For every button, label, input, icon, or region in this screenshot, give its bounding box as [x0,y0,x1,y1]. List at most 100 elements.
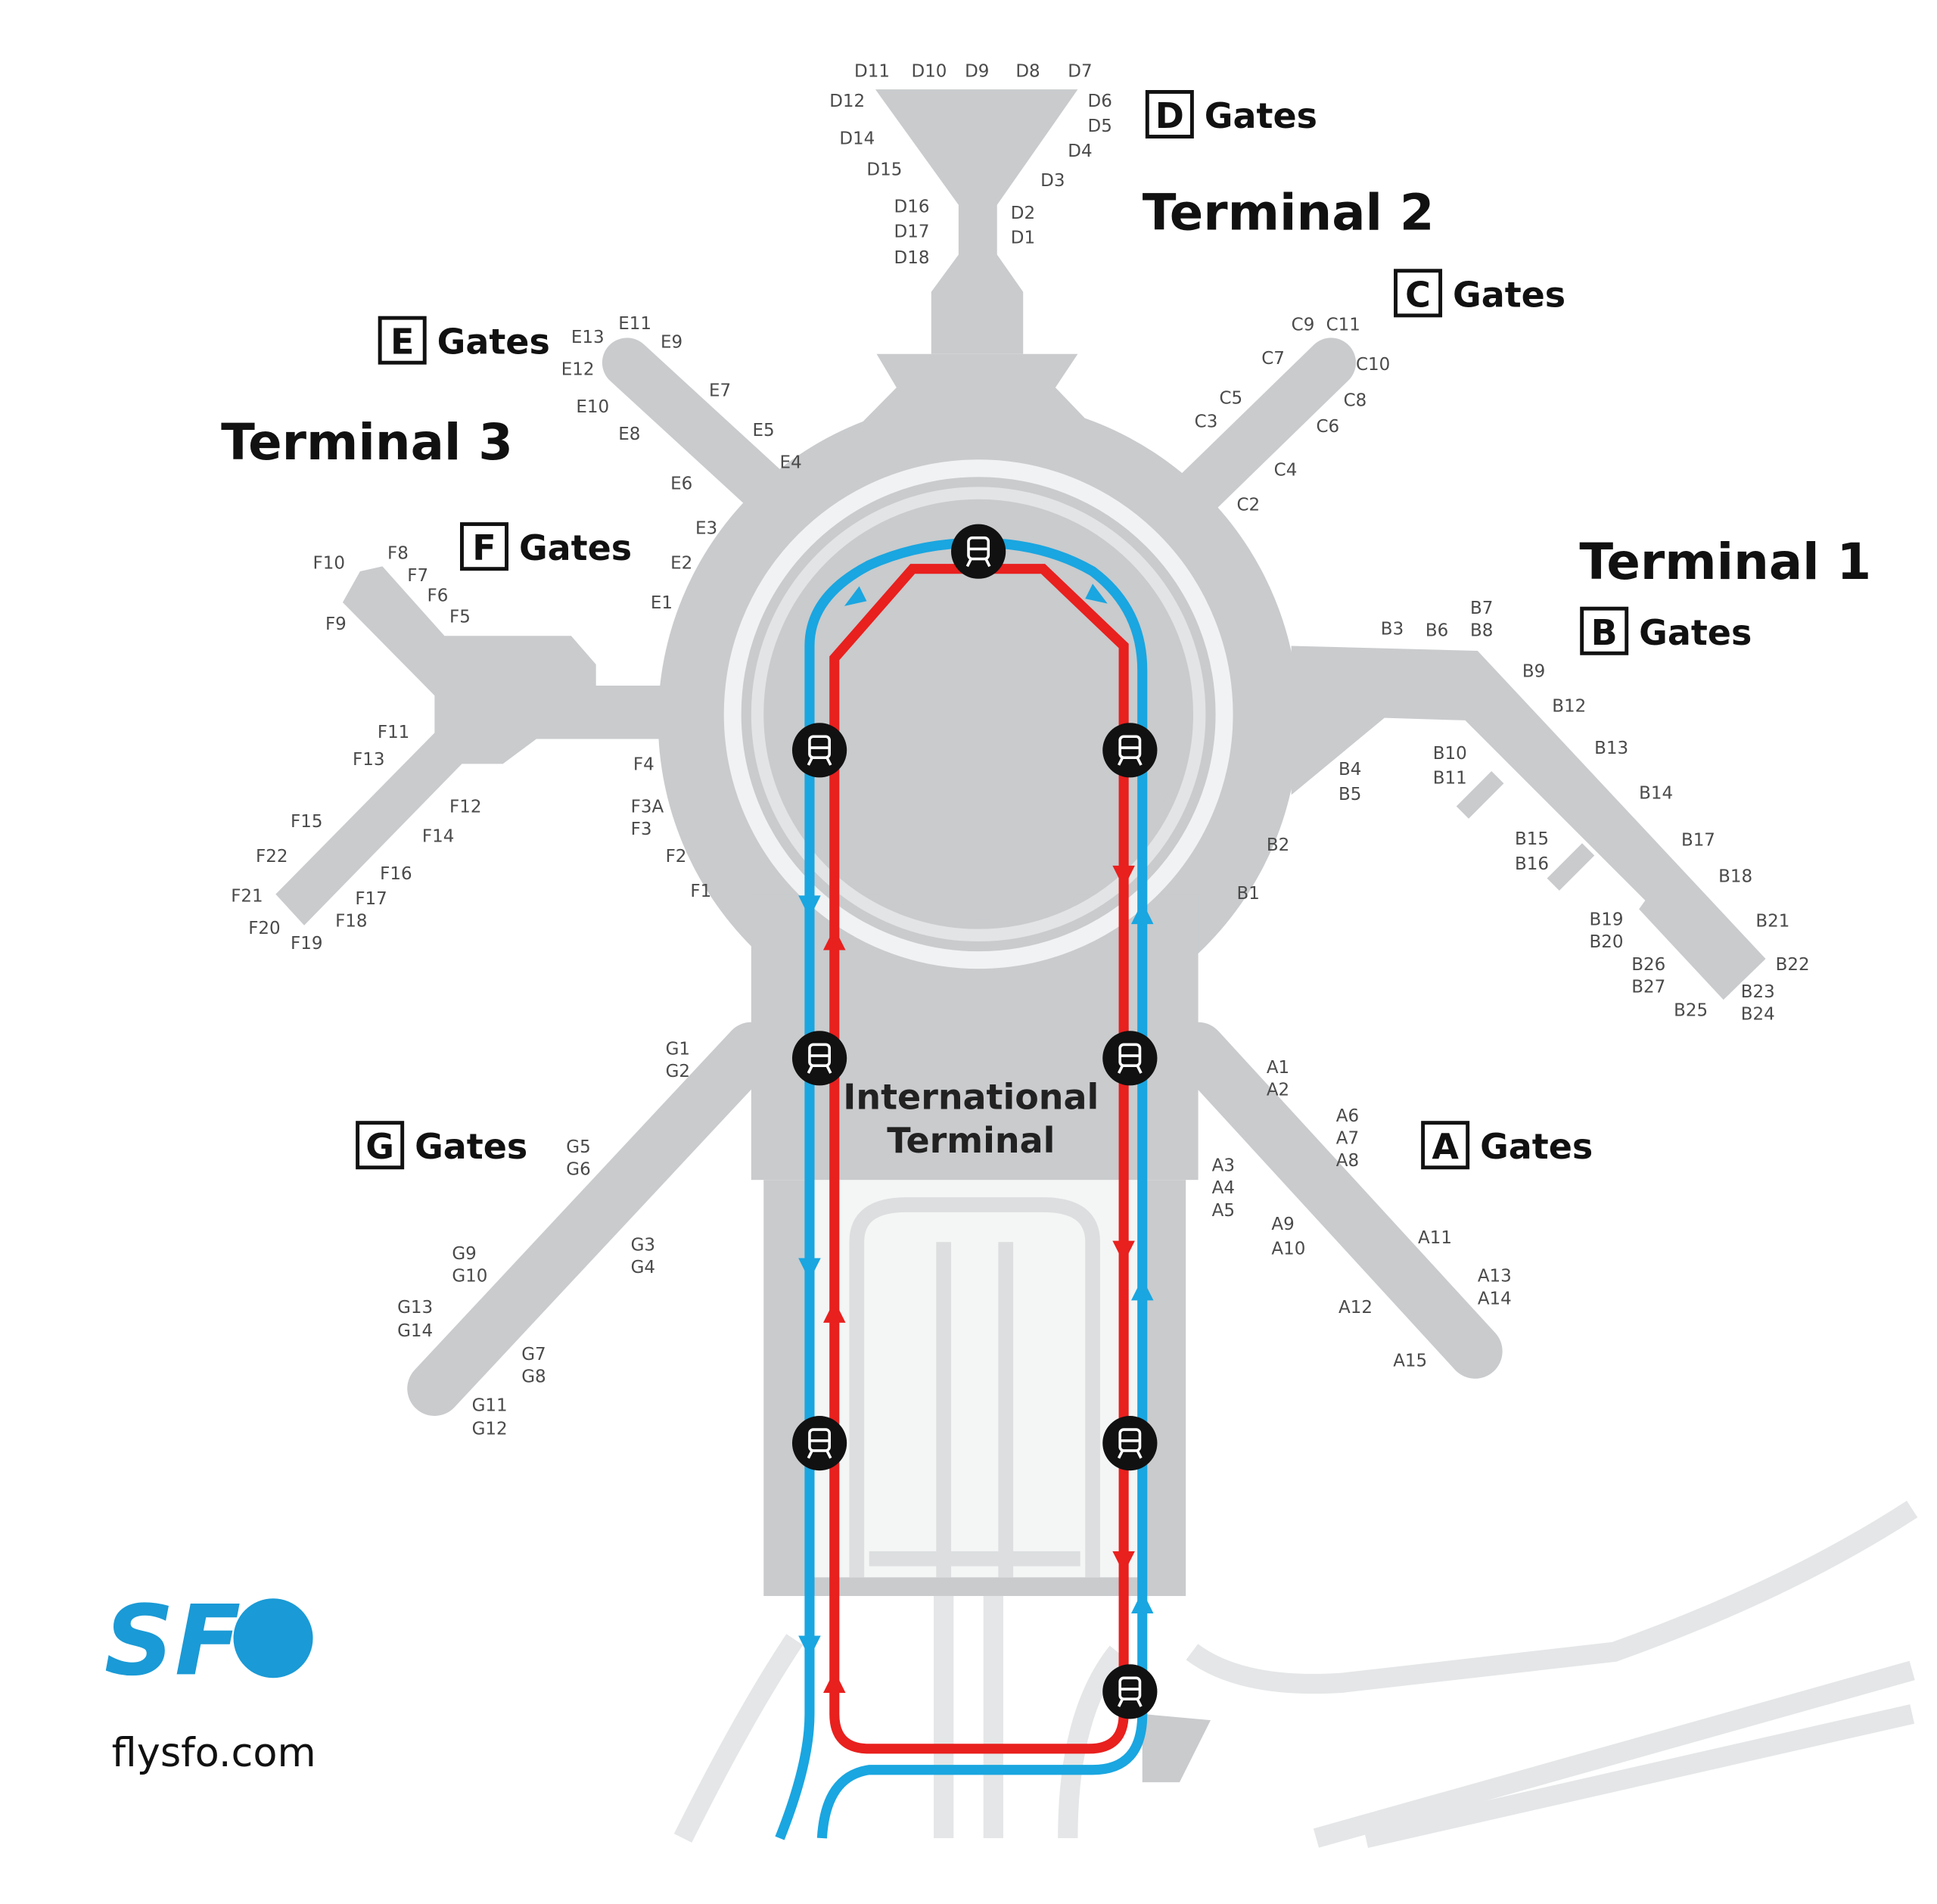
gate-letter-box [460,522,508,571]
gate-label: C10 [1356,355,1390,375]
airtrain-blue-line [775,537,1148,1840]
gate-label: B8 [1470,621,1493,640]
gate-label: B7 [1470,599,1493,618]
direction-arrow [1112,1551,1135,1574]
gates-word: Gates [519,527,632,568]
airtrain-station[interactable] [1102,1664,1158,1719]
international-terminal-label-2: Terminal [887,1120,1055,1161]
gate-label: F10 [313,554,345,574]
gate-label: D7 [1068,62,1092,82]
gate-label: G7 [521,1345,546,1364]
gate-label: A7 [1336,1129,1359,1149]
gate-label: C8 [1344,391,1367,411]
gate-label: D3 [1040,171,1065,191]
gate-letter-box [1580,606,1629,655]
airtrain-station[interactable] [1102,1415,1158,1471]
gate-letter-box [1145,89,1194,138]
gate-label: B9 [1522,661,1545,681]
gate-label: B21 [1755,911,1789,931]
gate-label: B15 [1515,829,1549,849]
svg-text:SF: SF [104,1585,241,1697]
gate-label: F18 [335,911,367,931]
gate-letter-box [356,1121,405,1170]
pier-f [275,566,671,926]
gate-label: D10 [912,62,947,82]
gate-label: D8 [1015,62,1040,82]
gate-label: A14 [1478,1289,1512,1308]
gate-label: D12 [829,92,865,111]
gate-label: E1 [651,593,673,613]
airtrain-station[interactable] [1102,1031,1158,1086]
gates-word: Gates [1639,612,1752,653]
gate-label: F8 [387,544,409,564]
gate-label: D2 [1011,204,1035,223]
gate-label: B18 [1718,866,1752,886]
gate-label: B10 [1433,744,1467,764]
gate-label: F7 [407,566,428,586]
gate-label: B17 [1681,831,1715,851]
gate-label: G11 [472,1395,508,1415]
gate-label: F3 [631,820,652,839]
direction-arrow [844,586,867,606]
gate-label: A2 [1267,1081,1289,1100]
gate-label: A13 [1478,1267,1512,1286]
gate-letter: F [472,527,496,568]
gate-label: F16 [380,864,412,884]
gate-label: A11 [1418,1228,1452,1248]
direction-arrow [1130,1277,1154,1301]
gate-label: E13 [571,328,605,347]
train-icon [1117,1428,1143,1459]
gate-label: F12 [449,797,481,817]
gate-label: F20 [248,919,280,938]
direction-arrow [1130,901,1154,925]
gate-label: G8 [521,1367,546,1387]
airtrain-station[interactable] [791,723,847,778]
gate-label: D4 [1068,142,1092,161]
airtrain-station[interactable] [951,524,1006,579]
gate-label: G10 [452,1267,487,1286]
pier-e [602,338,832,553]
gate-label: E6 [670,474,692,494]
gate-letter-box [1421,1121,1470,1170]
gate-label: F6 [428,586,449,605]
gate-label: F22 [256,847,288,866]
gate-label: C3 [1195,412,1218,432]
airtrain-station[interactable] [1102,723,1158,778]
gate-label: D14 [839,129,875,148]
gate-label: E2 [670,554,692,574]
gate-label: C5 [1219,388,1242,408]
direction-arrow [823,1300,846,1323]
airtrain-station[interactable] [791,1415,847,1471]
gate-letter-box [1394,269,1443,318]
direction-arrow [1112,1240,1135,1264]
gate-label: E4 [780,453,802,473]
gate-label: E7 [709,381,731,401]
gate-label: F9 [325,614,347,634]
gate-label: B23 [1741,982,1775,1002]
gate-label: D18 [894,248,930,268]
gate-label: E10 [576,397,609,417]
airtrain-station[interactable] [791,1031,847,1086]
gate-label: G14 [397,1321,433,1341]
website-url: flysfo.com [112,1730,316,1776]
gate-label: C6 [1316,417,1339,437]
gate-label: G3 [631,1236,655,1255]
gate-label: D11 [854,62,890,82]
gate-label: B14 [1639,783,1673,803]
gate-label: F4 [633,755,654,775]
gate-label: G12 [472,1420,508,1439]
train-icon [1117,1043,1143,1074]
gate-label: D1 [1011,229,1035,248]
gate-letter: D [1155,95,1184,136]
gate-label: A8 [1336,1151,1359,1171]
gate-label: C7 [1261,349,1285,369]
gate-label: B12 [1552,696,1586,716]
gate-label: E3 [695,519,717,539]
gate-label: A6 [1336,1106,1359,1126]
train-icon [807,1043,832,1074]
